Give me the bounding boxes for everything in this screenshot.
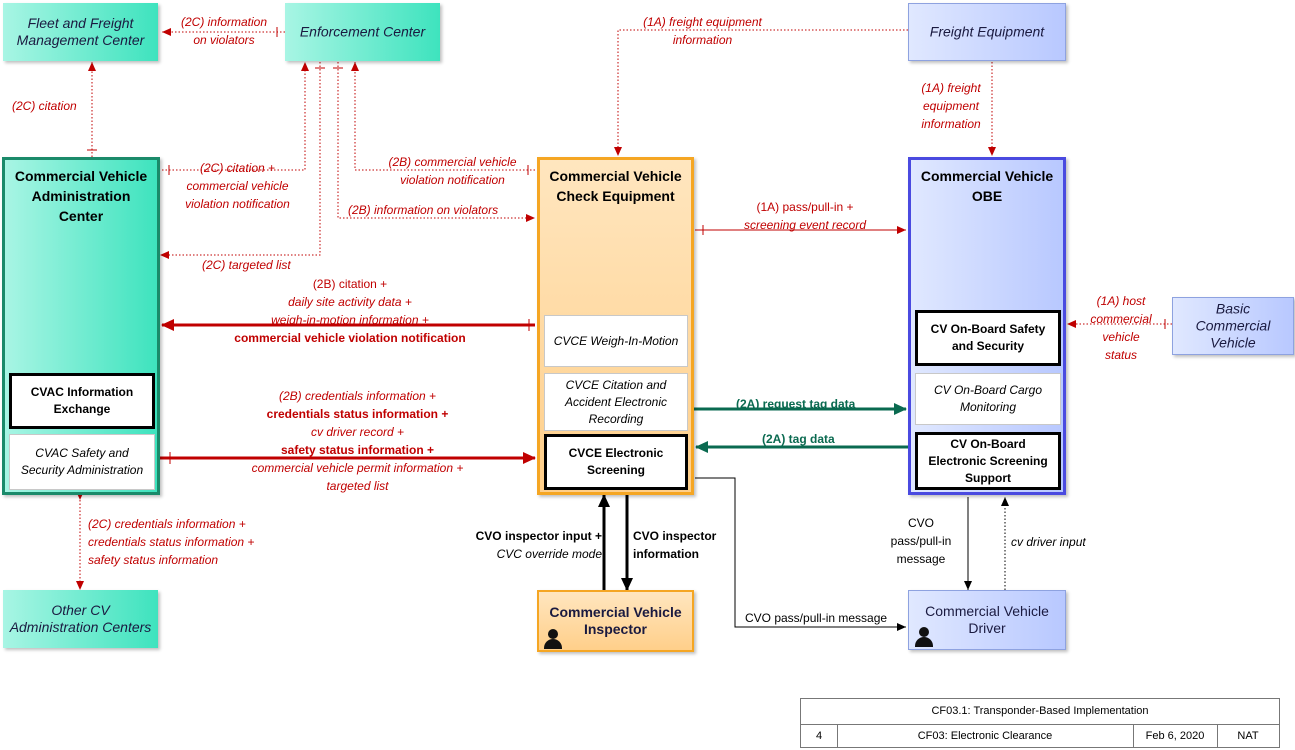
diagram-name: CF03: Electronic Clearance	[837, 724, 1134, 748]
flow-2c-citation-violation	[162, 62, 309, 171]
flow-label-driver-input: cv driver input	[1011, 535, 1086, 549]
obe-safety-security[interactable]: CV On-Board Safety and Security	[915, 310, 1061, 366]
flow-label-2b-info-violators: (2B) information on violators	[348, 203, 499, 217]
cvce-citation-recording[interactable]: CVCE Citation and Accident Electronic Re…	[544, 373, 688, 431]
freight-equipment-label: Freight Equipment	[929, 23, 1045, 40]
person-icon	[915, 627, 933, 647]
cvce-weigh-in-motion[interactable]: CVCE Weigh-In-Motion	[544, 315, 688, 367]
diagram-title: CF03.1: Transponder-Based Implementation	[801, 699, 1279, 725]
flow-label-2c-targeted: (2C) targeted list	[202, 258, 291, 272]
flow-2b-violation-notif	[351, 62, 535, 171]
flow-label-cvo-message-driver: CVO pass/pull-in message	[745, 611, 888, 625]
flow-cvo-message-cvce	[695, 477, 906, 631]
other-cv-admin-centers[interactable]: Other CV Administration Centers	[3, 590, 158, 648]
enforcement-center[interactable]: Enforcement Center	[285, 3, 440, 61]
cvac-info-exchange[interactable]: CVAC Information Exchange	[9, 373, 155, 429]
cvac-box[interactable]: Commercial Vehicle Administration Center…	[2, 157, 160, 495]
flow-label-2c-citation: (2C) citation	[12, 99, 77, 113]
basic-commercial-vehicle-label: Basic Commercial Vehicle	[1195, 300, 1271, 351]
fleet-freight-center[interactable]: Fleet and Freight Management Center	[3, 3, 158, 61]
flow-label-2b-citation: (2B) citation +daily site activity data …	[234, 277, 466, 345]
flow-2c-targeted	[160, 62, 321, 259]
basic-commercial-vehicle[interactable]: Basic Commercial Vehicle	[1172, 297, 1294, 355]
flow-label-2b-credentials: (2B) credentials information +credential…	[251, 389, 464, 493]
flow-label-inspector-input: CVO inspector input +CVC override mode	[475, 529, 602, 561]
enforcement-center-label: Enforcement Center	[299, 23, 426, 40]
flow-label-2a-tag: (2A) tag data	[762, 432, 835, 446]
cvce-title: Commercial Vehicle Check Equipment	[549, 168, 682, 204]
cv-inspector-label: Commercial Vehicle Inspector	[549, 604, 682, 637]
organization: NAT	[1237, 730, 1259, 742]
obe-title: Commercial Vehicle OBE	[920, 168, 1054, 204]
obe-cargo-monitoring[interactable]: CV On-Board Cargo Monitoring	[915, 373, 1061, 425]
cvac-title: Commercial Vehicle Administration Center	[14, 168, 148, 224]
flow-label-2a-request: (2A) request tag data	[736, 397, 856, 411]
commercial-vehicle-driver[interactable]: Commercial Vehicle Driver	[908, 590, 1066, 650]
cvce-electronic-screening[interactable]: CVCE Electronic Screening	[544, 434, 688, 490]
flow-label-1a-pass: (1A) pass/pull-in +screening event recor…	[743, 200, 867, 232]
cvce-box[interactable]: Commercial Vehicle Check Equipment CVCE …	[537, 157, 694, 495]
page-number: 4	[801, 724, 838, 748]
obe-screening-support[interactable]: CV On-Board Electronic Screening Support	[915, 432, 1061, 490]
cv-inspector[interactable]: Commercial Vehicle Inspector	[537, 590, 694, 652]
other-cv-admin-centers-label: Other CV Administration Centers	[9, 602, 152, 635]
fleet-freight-center-label: Fleet and Freight Management Center	[16, 15, 145, 48]
person-icon	[544, 629, 562, 649]
obe-box[interactable]: Commercial Vehicle OBE CV On-Board Safet…	[908, 157, 1066, 495]
freight-equipment[interactable]: Freight Equipment	[908, 3, 1066, 61]
diagram-date: Feb 6, 2020	[1133, 724, 1218, 748]
commercial-vehicle-driver-label: Commercial Vehicle Driver	[925, 603, 1049, 636]
title-block: CF03.1: Transponder-Based Implementation…	[800, 698, 1280, 748]
flow-label-2c-credentials: (2C) credentials information +credential…	[88, 517, 255, 567]
flow-2b-info-violators	[337, 62, 535, 222]
cvac-safety-admin[interactable]: CVAC Safety and Security Administration	[9, 434, 155, 490]
